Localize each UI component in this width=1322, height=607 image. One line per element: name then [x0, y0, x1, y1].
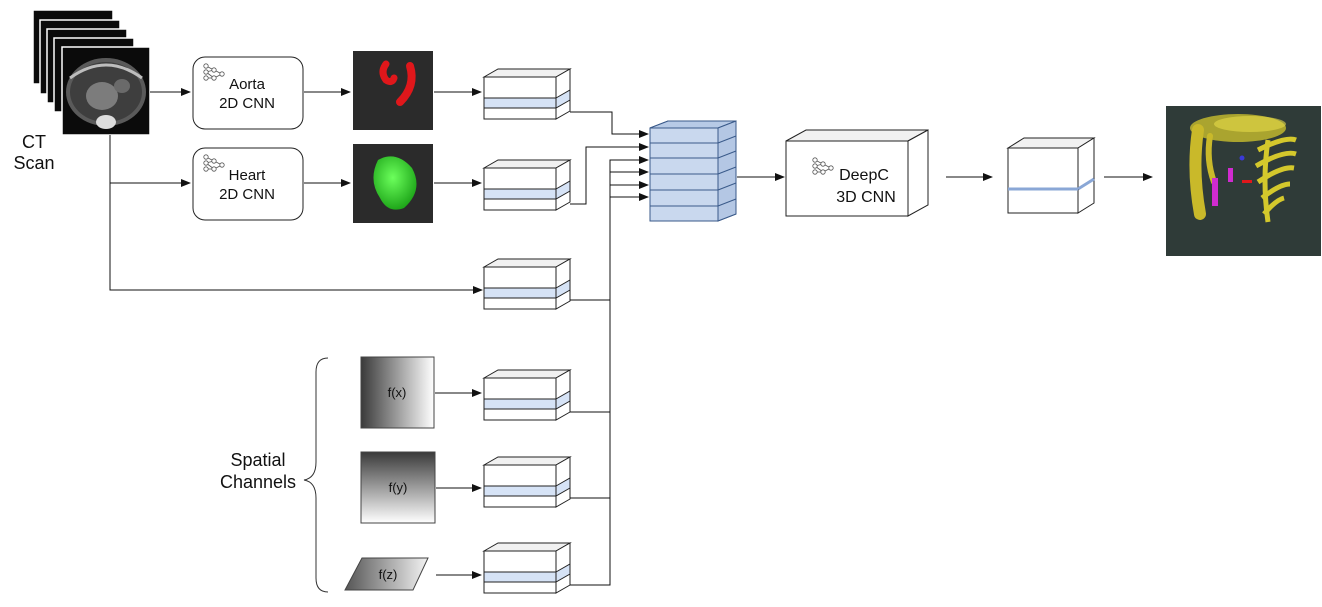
- aorta-feature-stack: [483, 68, 571, 120]
- deepc-3d-cnn-box: [785, 129, 929, 217]
- aorta-model-kind: 2D CNN: [219, 95, 275, 112]
- ct-scan-label-line2: Scan: [13, 153, 54, 173]
- output-3d-render-image: [1166, 106, 1321, 256]
- fy-label: f(y): [389, 480, 408, 495]
- ct-feature-stack: [483, 258, 571, 310]
- aorta-model-name: Aorta: [229, 76, 266, 93]
- network-icon: [812, 157, 834, 175]
- merge-connectors: [570, 111, 649, 586]
- heart-model-name: Heart: [229, 167, 267, 184]
- fz-feature-stack: [483, 542, 571, 594]
- spatial-label-line2: Channels: [220, 472, 296, 492]
- ct-connectors: [109, 88, 483, 294]
- network-icon: [203, 154, 225, 172]
- merged-channel-stack: [649, 120, 737, 222]
- fx-channel-image: [360, 356, 435, 429]
- fx-label: f(x): [388, 385, 407, 400]
- fz-label: f(z): [379, 567, 398, 582]
- fz-channel-image: [344, 557, 429, 591]
- spatial-brace: [303, 357, 329, 593]
- fy-feature-stack: [483, 456, 571, 508]
- heart-feature-stack: [483, 159, 571, 211]
- ct-scan-label-line1: CT: [22, 132, 46, 152]
- deepc-model-kind: 3D CNN: [836, 189, 896, 206]
- aorta-2d-cnn-box: Aorta 2D CNN: [192, 56, 304, 130]
- output-feature-stack: [1006, 137, 1096, 214]
- heart-mask-image: [353, 144, 433, 223]
- fy-channel-image: [360, 451, 436, 524]
- deepc-model-name: DeepC: [839, 167, 889, 184]
- fx-feature-stack: [483, 369, 571, 421]
- spatial-label-line1: Spatial: [230, 450, 285, 470]
- heart-model-kind: 2D CNN: [219, 186, 275, 203]
- network-icon: [203, 63, 225, 81]
- aorta-mask-image: [353, 51, 433, 130]
- heart-2d-cnn-box: Heart 2D CNN: [192, 147, 304, 221]
- ct-scan-image-stack: [32, 9, 151, 136]
